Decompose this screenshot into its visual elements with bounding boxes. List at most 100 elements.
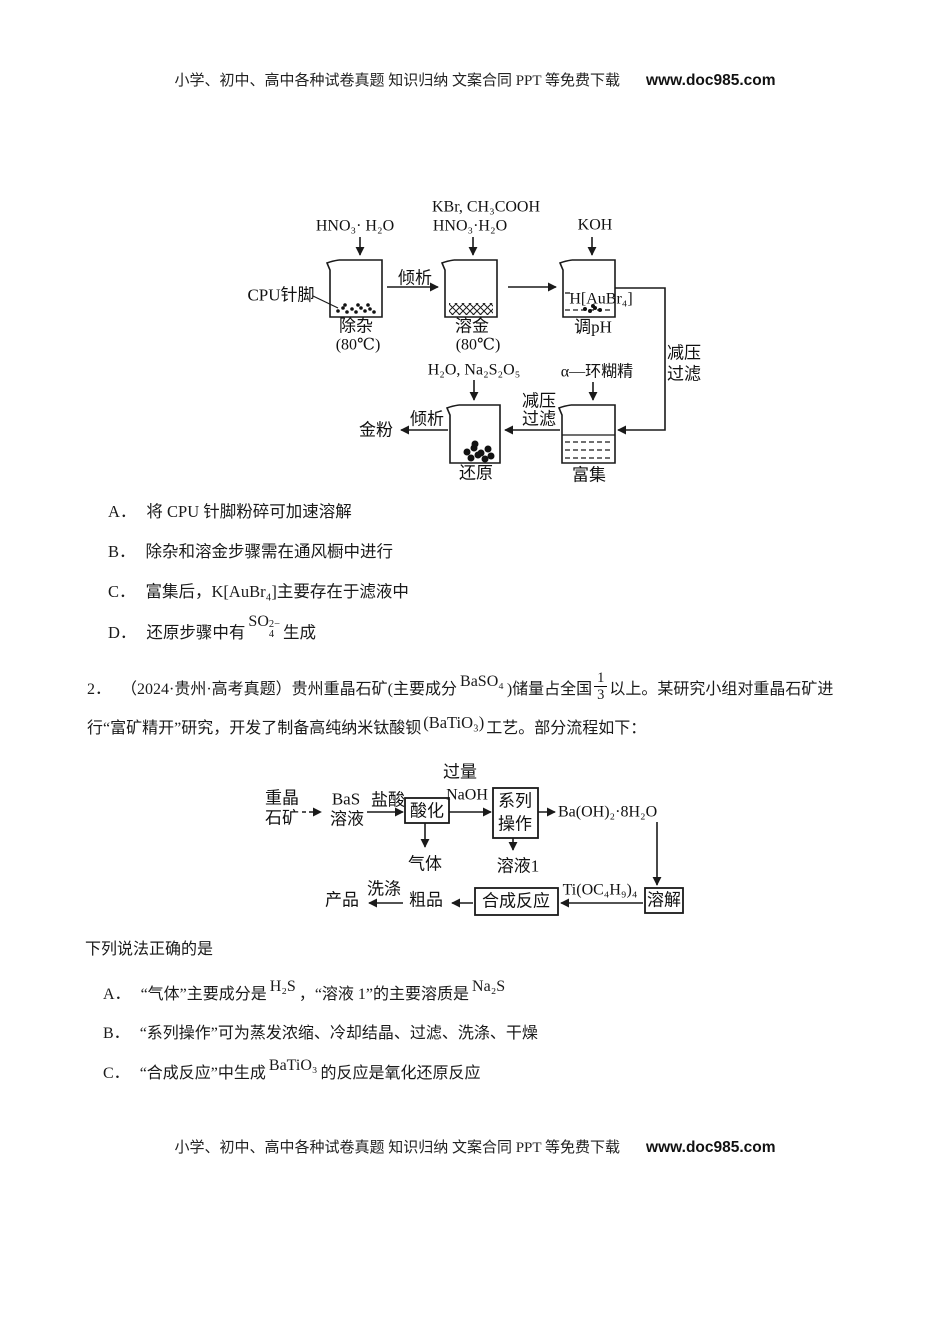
step-fuji: 富集 (572, 466, 606, 485)
header-text: 小学、初中、高中各种试卷真题 知识归纳 文案合同 PPT 等免费下载 (174, 73, 621, 89)
q2-line2-b: 工艺。部分流程如下： (486, 719, 647, 737)
q2-line1-b: )储量占全国 (506, 680, 593, 698)
option-label: A． (103, 986, 131, 1003)
box-rongjie (644, 887, 684, 914)
solution1-label: 溶液1 (497, 857, 540, 876)
option-label: D． (108, 623, 137, 642)
excess-label: 过量 (443, 763, 477, 782)
footer-site-url: www.doc985.com (646, 1139, 776, 1156)
box-series-label2: 操作 (498, 815, 532, 834)
box-suanhua (404, 797, 450, 824)
batio3-formula: (BaTiO₃) (423, 712, 485, 732)
naoh-label: NaOH (446, 787, 488, 804)
crude-label: 粗品 (409, 891, 443, 910)
option-text: 将 CPU 针脚粉碎可加速溶解 (146, 501, 352, 521)
q2-stem: 下列说法正确的是 (85, 935, 213, 959)
footer-text: 小学、初中、高中各种试卷真题 知识归纳 文案合同 PPT 等免费下载 (174, 1140, 621, 1156)
option-label: A． (108, 501, 137, 521)
source-ore-line2: 石矿 (265, 809, 299, 828)
gas-label: 气体 (408, 855, 442, 874)
q2-option-b: B． “系列操作”可为蒸发浓缩、冷却结晶、过滤、洗涤、干燥 (103, 1018, 538, 1044)
batio3-formula: BaTiO₃ (268, 1057, 318, 1074)
option-label: B． (103, 1025, 130, 1042)
reagent-na2s2o5: H₂O, Na₂S₂O₅ (428, 362, 521, 379)
q1-option-b: B． 除杂和溶金步骤需在通风橱中进行 (108, 537, 393, 562)
q1-option-c: C． 富集后，K[AuBr₄]主要存在于滤液中 (108, 577, 409, 602)
ti-reagent-label: Ti(OC₄H₉)₄ (563, 882, 638, 899)
header-site-url: www.doc985.com (646, 72, 776, 89)
box-rongjie-label: 溶解 (647, 891, 681, 910)
decant-label-2: 倾析 (410, 410, 444, 429)
beaker-tiaoph (558, 259, 616, 318)
box-hecheng (474, 887, 559, 916)
temp-chuza: (80℃) (336, 337, 381, 354)
wash-label: 洗涤 (367, 880, 401, 899)
option-label: C． (103, 1065, 130, 1082)
box-series-label1: 系列 (498, 792, 532, 811)
cpu-pointer-line (312, 295, 339, 309)
hcl-label: 盐酸 (371, 791, 405, 810)
q2-process-diagram: 重晶 石矿 BaS 溶液 盐酸 酸化 过量 NaOH 系列 操作 Ba(OH)₂… (265, 763, 684, 916)
option-text: “合成反应”中生成 (139, 1065, 266, 1082)
filter-mid-line2: 过滤 (522, 410, 556, 429)
option-text: 富集后，K[AuBr₄]主要存在于滤液中 (145, 581, 409, 601)
step-chuza: 除杂 (339, 317, 373, 336)
na2s-formula: Na₂S (472, 978, 506, 995)
q2-option-c: C． “合成反应”中生成 BaTiO₃ 的反应是氧化还原反应 (103, 1057, 481, 1084)
beaker3-solution-label: H[AuBr₄] (569, 291, 632, 308)
step-huanyuan: 还原 (459, 464, 493, 483)
q2-line2-a: 行“富矿精开”研究，开发了制备高纯纳米钛酸钡 (87, 719, 422, 737)
reagent-kbr-acoh: KBr, CH₃COOH (432, 199, 541, 216)
reagent-cyclodextrin: α—环糊精 (561, 363, 633, 381)
q1-option-a: A． 将 CPU 针脚粉碎可加速溶解 (108, 497, 352, 522)
box-series-ops (492, 787, 539, 839)
bas-solution-line2: 溶液 (330, 810, 364, 829)
q2-line1-a: （2024·贵州·高考真题）贵州重晶石矿(主要成分 (121, 680, 458, 698)
step-rongjin: 溶金 (455, 317, 489, 336)
decant-label-1: 倾析 (398, 269, 432, 288)
filter-mid-line1: 减压 (522, 392, 556, 411)
reagent-hno3-h2o-1: HNO₃· H₂O (316, 218, 394, 235)
h2s-formula: H₂S (269, 978, 296, 995)
beaker-chuza (325, 259, 383, 318)
cpu-pin-label: CPU针脚 (247, 286, 314, 305)
reagent-koh: KOH (578, 217, 613, 234)
q2-text-line1: 2． （2024·贵州·高考真题）贵州重晶石矿(主要成分 BaSO₄ )储量占全… (87, 666, 833, 707)
box-hecheng-label: 合成反应 (482, 892, 550, 911)
beaker-huanyuan (445, 404, 501, 464)
q2-number: 2． (87, 680, 112, 698)
temp-rongjin: (80℃) (456, 337, 501, 354)
beaker-rongjin (440, 259, 498, 318)
q2-option-a: A． “气体”主要成分是 H₂S ，“溶液 1”的主要溶质是 Na₂S (103, 978, 508, 1005)
beaker-fuji (557, 404, 616, 464)
source-ore-line1: 重晶 (265, 789, 299, 808)
bas-solution-line1: BaS (332, 790, 360, 809)
baso4-formula: BaSO₄ (460, 672, 504, 690)
step-tiaoph: 调pH (574, 318, 612, 337)
option-text: “系列操作”可为蒸发浓缩、冷却结晶、过滤、洗涤、干燥 (139, 1025, 538, 1042)
header: 小学、初中、高中各种试卷真题 知识归纳 文案合同 PPT 等免费下载 www.d… (0, 69, 950, 90)
box-suanhua-label: 酸化 (410, 802, 444, 821)
baoh2-label: Ba(OH)₂·8H₂O (558, 804, 657, 821)
filter-path-right (615, 287, 666, 435)
option-text: 的反应是氧化还原反应 (320, 1065, 481, 1082)
q2-line1-c: 以上。某研究小组对重晶石矿进 (609, 680, 834, 698)
reagent-arrows (355, 237, 598, 401)
gold-powder-label: 金粉 (359, 421, 393, 440)
option-text: 还原步骤中有 (146, 623, 246, 642)
reagent-hno3-h2o-2: HNO₃·H₂O (433, 218, 507, 235)
filter-right-line1: 减压 (667, 344, 701, 363)
q2-stem-text: 下列说法正确的是 (85, 941, 214, 958)
option-label: B． (108, 541, 136, 561)
option-text: “气体”主要成分是 (140, 986, 267, 1003)
final-product-label: 产品 (325, 891, 359, 910)
option-text: 除杂和溶金步骤需在通风橱中进行 (145, 541, 394, 561)
q2-text-line2: 行“富矿精开”研究，开发了制备高纯纳米钛酸钡 (BaTiO₃) 工艺。部分流程如… (87, 712, 646, 739)
q1-process-diagram: KBr, CH₃COOH HNO₃· H₂O HNO₃·H₂O KOH (247, 199, 701, 485)
filter-right-line2: 过滤 (667, 365, 701, 384)
option-text: ，“溶液 1”的主要溶质是 (298, 986, 470, 1003)
